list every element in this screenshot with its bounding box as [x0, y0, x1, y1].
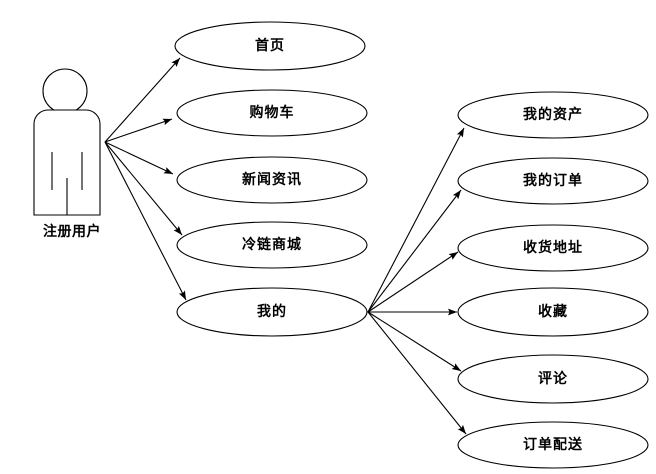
use-case-ellipses-primary — [174, 21, 368, 337]
use-case-ellipse-news[interactable] — [176, 156, 368, 204]
use-case-ellipse-comments[interactable] — [457, 354, 649, 404]
use-case-ellipse-mine[interactable] — [176, 287, 368, 337]
use-case-ellipse-my-assets[interactable] — [457, 91, 649, 139]
use-case-ellipse-favorites[interactable] — [457, 287, 649, 337]
use-case-ellipse-order-delivery[interactable] — [457, 421, 649, 469]
use-case-ellipse-my-orders[interactable] — [457, 157, 649, 205]
association-mine-to-order-delivery — [367, 311, 467, 435]
use-case-ellipse-cold-chain-mall[interactable] — [176, 221, 368, 269]
association-actor-to-cold-chain-mall — [104, 141, 183, 236]
actor-registered-user-icon — [33, 68, 101, 216]
use-case-ellipse-shipping-address[interactable] — [457, 224, 649, 272]
association-actor-to-news — [104, 141, 174, 175]
use-case-ellipses-secondary — [457, 91, 649, 469]
association-actor-to-home — [104, 57, 181, 143]
association-actor-to-mine — [104, 141, 187, 301]
association-mine-to-shipping-address — [367, 251, 459, 313]
association-mine-to-my-assets — [367, 127, 465, 313]
association-lines-mine — [367, 127, 467, 435]
association-lines-actor — [104, 57, 187, 301]
actor-head — [42, 68, 88, 114]
association-actor-to-shopping-cart — [104, 118, 173, 143]
association-mine-to-comments — [367, 311, 462, 372]
actor-body — [33, 109, 101, 216]
use-case-ellipse-shopping-cart[interactable] — [176, 89, 368, 137]
use-case-ellipse-home[interactable] — [174, 21, 366, 71]
association-mine-to-my-orders — [367, 189, 462, 313]
